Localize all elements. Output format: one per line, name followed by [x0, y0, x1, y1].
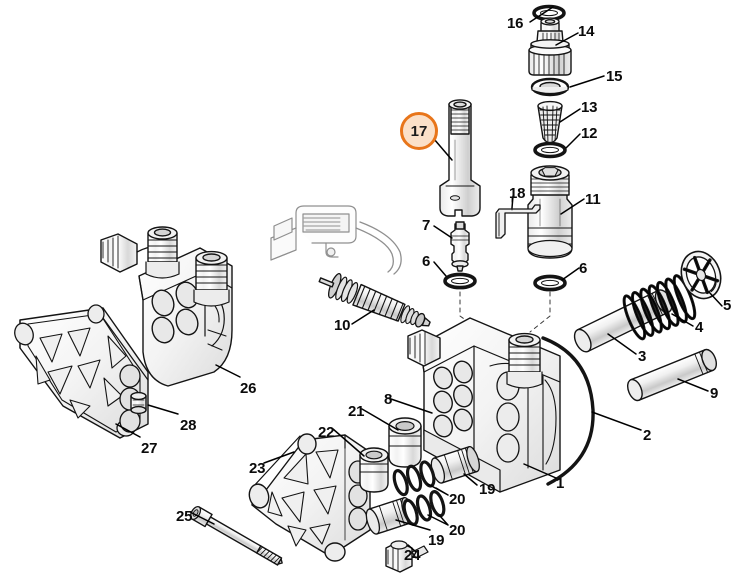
part-label: 14 — [578, 23, 595, 40]
part-label: 6 — [579, 260, 588, 277]
part-7-valve-stem — [450, 221, 470, 272]
part-23-triangular-mount-bracket — [248, 433, 371, 562]
part-label: 19 — [479, 481, 496, 498]
part-6-o-ring-right — [533, 274, 567, 292]
part-label: 24 — [404, 547, 421, 564]
ghost-handle-assembly — [270, 205, 402, 275]
part-label: 20 — [449, 491, 466, 508]
part-label: 22 — [318, 424, 335, 441]
part-5-spoked-end-cap — [680, 250, 722, 300]
part-25-hex-socket-bolt — [189, 505, 283, 566]
part-16-o-ring-top — [532, 4, 566, 22]
part-18-hex-key-wrench — [495, 204, 541, 239]
part-label: 7 — [422, 217, 431, 234]
part-24-fitting-plug — [385, 540, 429, 573]
part-21-seal-ring — [388, 417, 422, 468]
part-13-conical-filter — [537, 100, 563, 145]
part-1-pump-housing-main — [407, 317, 561, 493]
part-label: 15 — [606, 68, 623, 85]
part-9-cylinder-pin-lower — [626, 348, 718, 402]
part-label: 2 — [643, 427, 652, 444]
part-label: 25 — [176, 508, 193, 525]
part-label: 12 — [581, 125, 598, 142]
part-20-o-ring-pair-lower — [402, 490, 446, 526]
part-label: 6 — [422, 253, 431, 270]
part-label: 16 — [507, 15, 524, 32]
part-label: 8 — [384, 391, 393, 408]
part-6-o-ring-center — [443, 272, 477, 290]
part-label: 19 — [428, 532, 445, 549]
part-15-flat-washer — [530, 77, 570, 97]
part-label: 1 — [556, 475, 565, 492]
part-label: 13 — [581, 99, 598, 116]
highlight-leader-line — [433, 138, 453, 161]
part-label: 3 — [638, 348, 647, 365]
part-label: 4 — [695, 319, 704, 336]
part-label: 21 — [348, 403, 365, 420]
part-label: 11 — [585, 191, 601, 208]
part-label: 9 — [710, 385, 719, 402]
part-label: 10 — [334, 317, 351, 334]
part-27-ribbed-cover-plate — [14, 304, 149, 439]
part-17-nozzle-tube — [439, 99, 481, 217]
part-label: 26 — [240, 380, 257, 397]
part-label: 18 — [509, 185, 526, 202]
part-14-knurled-cap-fitting — [528, 17, 572, 76]
part-26-pump-manifold-body — [100, 226, 233, 387]
part-4-coil-spring — [622, 274, 697, 341]
highlighted-part-callout-17[interactable]: 17 — [400, 112, 438, 150]
leader-lines — [115, 6, 723, 553]
part-label: 23 — [249, 460, 266, 477]
part-10-spring-valve-assembly — [318, 272, 431, 328]
part-20-o-ring-pair-upper — [392, 460, 436, 497]
part-12-o-ring-small — [533, 141, 567, 159]
part-label: 28 — [180, 417, 197, 434]
part-2-o-ring-large — [541, 336, 595, 486]
part-label: 20 — [449, 522, 466, 539]
part-label: 27 — [141, 440, 158, 457]
part-22-seal-ring-small — [359, 447, 389, 493]
part-11-cylinder-sleeve — [527, 165, 573, 259]
part-label: 5 — [723, 297, 732, 314]
part-28-drain-plug — [130, 391, 147, 415]
